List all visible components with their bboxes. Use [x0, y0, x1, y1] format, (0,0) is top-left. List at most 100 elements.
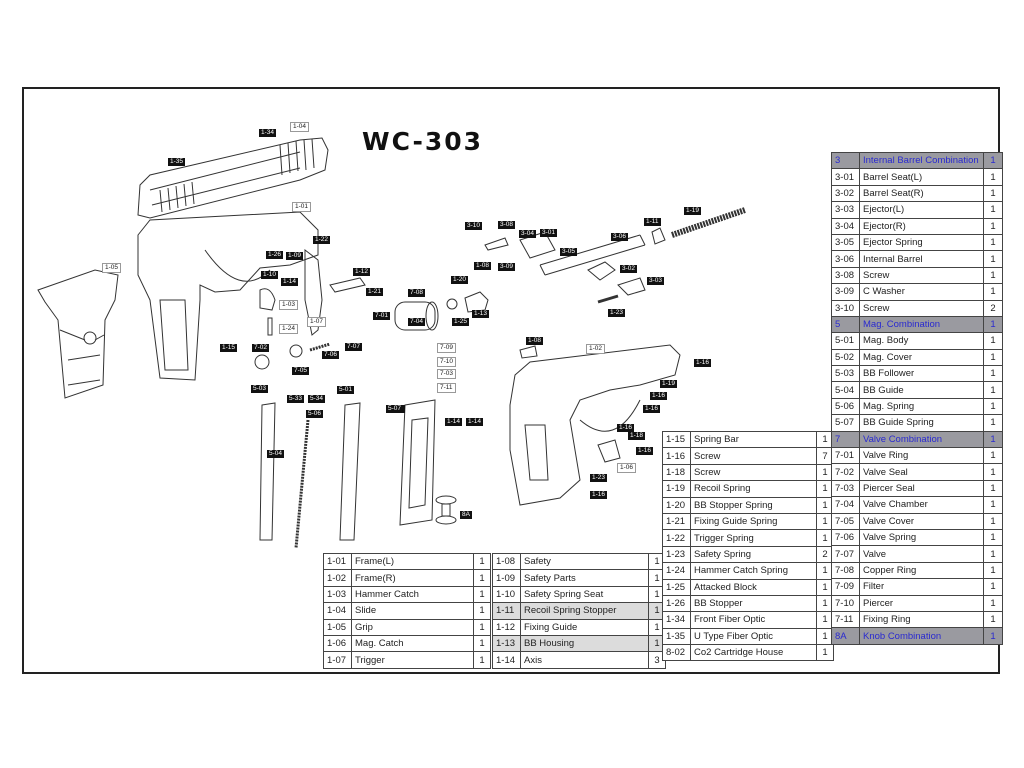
- part-code: 3-06: [831, 250, 860, 268]
- part-name: Spring Bar: [690, 430, 817, 449]
- part-callout-label: 1-10: [261, 271, 279, 279]
- part-qty: 1: [983, 479, 1003, 498]
- part-callout-label: 1-24: [279, 324, 299, 334]
- part-qty: 1: [983, 233, 1003, 252]
- part-code: 7-02: [831, 463, 860, 481]
- part-code: 3-08: [831, 266, 860, 285]
- part-callout-label: 1-19: [660, 380, 678, 388]
- part-qty: 1: [473, 569, 491, 587]
- part-code: 1-24: [662, 562, 691, 580]
- part-callout-label: 7-05: [292, 367, 310, 375]
- part-name: BB Guide Spring: [859, 414, 984, 432]
- part-code: 7-07: [831, 545, 860, 563]
- part-qty: 1: [983, 578, 1003, 596]
- part-callout-label: 7-09: [437, 343, 457, 353]
- part-code: 3-04: [831, 217, 860, 235]
- part-name: Safety Spring: [690, 545, 817, 564]
- part-name: Mag. Catch: [351, 634, 474, 653]
- bb-guide-part: [339, 402, 361, 541]
- part-callout-label: 1-34: [259, 129, 277, 137]
- part-callout-label: 1-23: [590, 474, 608, 482]
- recoil-spring-stopper-part: [651, 227, 666, 245]
- part-name: BB Stopper: [690, 594, 817, 613]
- part-callout-label: 7-01: [373, 312, 391, 320]
- frame-right-part: [509, 344, 681, 506]
- bb-stopper-part: [519, 345, 538, 359]
- part-qty: 1: [983, 414, 1003, 432]
- part-callout-label: 7-03: [437, 369, 457, 379]
- part-name: Axis: [520, 651, 649, 669]
- part-code: 7-01: [831, 447, 860, 465]
- part-qty: 1: [983, 283, 1003, 301]
- part-callout-label: 1-04: [290, 122, 310, 132]
- part-qty: 1: [983, 627, 1003, 645]
- part-qty: 1: [983, 184, 1003, 203]
- part-name: Front Fiber Optic: [690, 611, 817, 629]
- part-qty: 1: [983, 528, 1003, 547]
- part-code: 1-20: [662, 496, 691, 514]
- part-code: 5-07: [831, 414, 860, 432]
- part-code: 7-08: [831, 561, 860, 580]
- ejector-r-part: [617, 277, 646, 296]
- part-qty: 1: [983, 594, 1003, 612]
- part-code: 1-34: [662, 611, 691, 629]
- part-code: 1-10: [492, 585, 521, 604]
- part-callout-label: 1-11: [644, 218, 661, 226]
- valve-chamber-part: [394, 301, 439, 331]
- part-callout-label: 1-16: [694, 359, 712, 367]
- part-callout-label: 1-02: [586, 344, 606, 354]
- part-callout-label: 5-33: [287, 395, 305, 403]
- part-name: Filter: [859, 578, 984, 596]
- part-qty: 1: [983, 266, 1003, 285]
- part-callout-label: 1-21: [366, 288, 384, 296]
- part-qty: 1: [648, 602, 666, 620]
- part-name: Piercer Seal: [859, 479, 984, 498]
- part-callout-label: 1-26: [266, 251, 284, 259]
- part-qty: 1: [983, 381, 1003, 399]
- part-callout-label: 3-09: [498, 263, 516, 271]
- part-code: 7: [831, 430, 860, 449]
- part-code: 1-26: [662, 594, 691, 613]
- part-code: 1-01: [323, 552, 352, 571]
- part-qty: 1: [983, 250, 1003, 268]
- part-code: 1-05: [323, 618, 352, 636]
- part-name: Hammer Catch: [351, 585, 474, 604]
- part-code: 1-15: [662, 430, 691, 449]
- part-name: Mag. Spring: [859, 397, 984, 416]
- part-code: 1-12: [492, 618, 521, 636]
- part-name: Ejector Spring: [859, 233, 984, 252]
- part-qty: 1: [983, 332, 1003, 350]
- part-code: 1-25: [662, 578, 691, 596]
- part-name: Knob Combination: [859, 627, 984, 645]
- part-qty: 1: [473, 552, 491, 571]
- part-callout-label: 1-14: [445, 418, 463, 426]
- part-name: Valve Cover: [859, 512, 984, 530]
- part-qty: 1: [983, 610, 1003, 629]
- part-name: Barrel Seat(L): [859, 168, 984, 186]
- part-name: Screw: [859, 266, 984, 285]
- part-name: Safety Parts: [520, 569, 649, 587]
- part-code: 7-10: [831, 594, 860, 612]
- part-callout-label: 1-15: [220, 344, 238, 352]
- part-code: 5-04: [831, 381, 860, 399]
- part-code: 1-18: [662, 463, 691, 482]
- part-code: 1-21: [662, 512, 691, 531]
- part-qty: 1: [473, 618, 491, 636]
- part-callout-label: 1-01: [292, 202, 312, 212]
- part-name: Valve Combination: [859, 430, 984, 449]
- part-code: 5-03: [831, 365, 860, 383]
- part-name: Internal Barrel: [859, 250, 984, 268]
- part-callout-label: 3-01: [540, 229, 558, 237]
